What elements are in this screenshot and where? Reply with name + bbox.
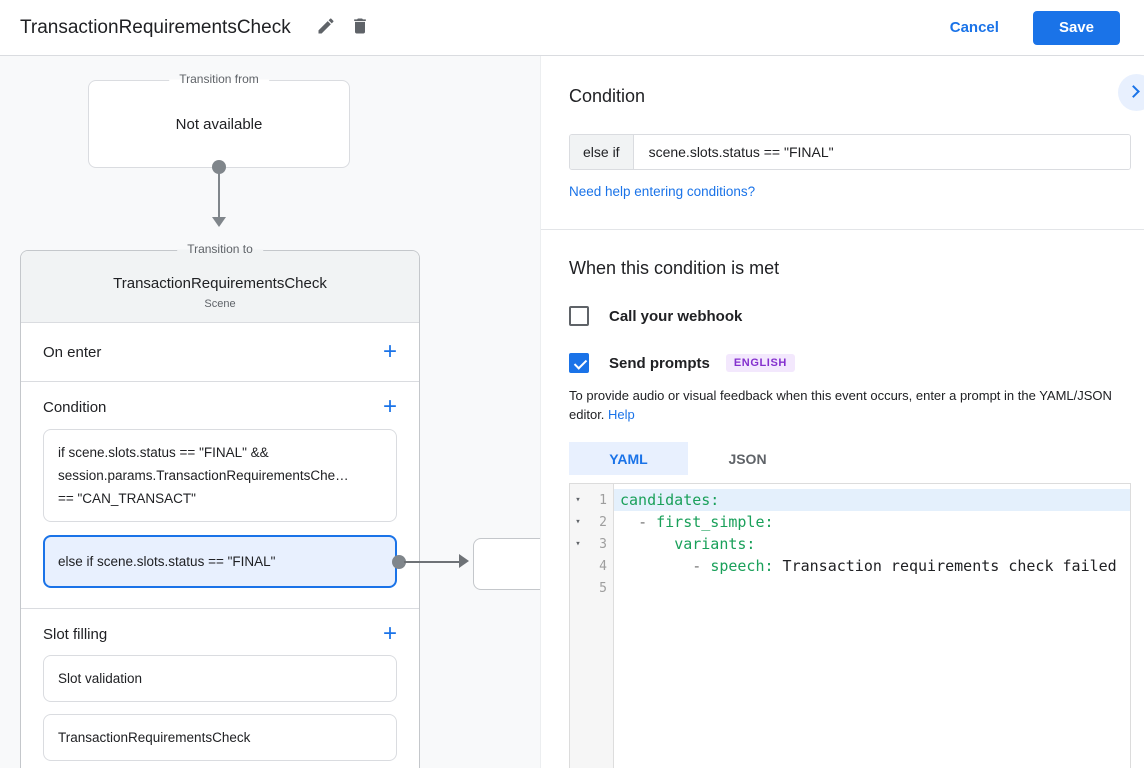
when-met-title: When this condition is met	[569, 258, 780, 278]
transition-from-node[interactable]: Transition from Not available	[88, 72, 350, 168]
cancel-button[interactable]: Cancel	[949, 19, 999, 36]
yaml-code-editor[interactable]: ▾ 1 ▾ 2 ▾ 3 4 5 candidates: - first_simple: var…	[569, 483, 1131, 768]
code-line[interactable]: variants:	[674, 535, 756, 553]
condition-connector-dot	[392, 555, 406, 569]
condition-expression-input[interactable]	[633, 135, 1130, 169]
transition-from-legend: Transition from	[169, 72, 269, 86]
condition-section: Condition + if scene.slots.status == "FI…	[21, 382, 419, 609]
scene-type-label: Scene	[204, 298, 236, 310]
transition-target-node[interactable]	[473, 538, 540, 590]
connector-line-horizontal	[404, 561, 461, 563]
code-line[interactable]: - first_simple:	[638, 513, 774, 531]
send-prompts-checkbox[interactable]	[569, 353, 589, 373]
fold-arrow-icon[interactable]: ▾	[575, 495, 581, 505]
line-number: 4	[599, 558, 607, 574]
save-button[interactable]: Save	[1032, 10, 1120, 45]
pencil-icon	[316, 16, 336, 39]
help-link[interactable]: Help	[608, 407, 635, 422]
top-bar: TransactionRequirementsCheck Cancel Save	[0, 0, 1144, 56]
condition-item-selected[interactable]: else if scene.slots.status == "FINAL"	[43, 535, 397, 588]
editor-code-area[interactable]: candidates: - first_simple: variants: - …	[614, 484, 1130, 768]
transition-from-value: Not available	[175, 115, 263, 133]
send-prompts-row: Send prompts ENGLISH	[569, 353, 1144, 373]
line-number: 5	[599, 580, 607, 596]
chevron-right-icon	[1127, 85, 1140, 98]
line-number: 1	[599, 492, 607, 508]
condition-expression-row: else if	[569, 134, 1131, 170]
call-webhook-checkbox[interactable]	[569, 306, 589, 326]
editor-gutter: ▾ 1 ▾ 2 ▾ 3 4 5	[570, 484, 614, 768]
code-line[interactable]	[614, 577, 1130, 599]
on-enter-section: On enter +	[21, 323, 419, 382]
transition-to-legend: Transition to	[177, 242, 263, 256]
transition-to-scene-card: Transition to TransactionRequirementsChe…	[20, 242, 420, 768]
slot-filling-item[interactable]: TransactionRequirementsCheck	[43, 714, 397, 761]
panel-title: Condition	[569, 86, 646, 106]
scene-card-header: TransactionRequirementsCheck Scene	[21, 251, 419, 323]
webhook-row: Call your webhook	[569, 306, 1144, 326]
code-line[interactable]: candidates:	[614, 489, 1130, 511]
slot-filling-label: Slot filling	[43, 625, 108, 643]
arrow-right-icon	[459, 554, 469, 568]
edit-scene-button[interactable]	[309, 11, 343, 45]
slot-filling-item[interactable]: Slot validation	[43, 655, 397, 702]
condition-help-link[interactable]: Need help entering conditions?	[569, 184, 756, 199]
connector-dot	[212, 160, 226, 174]
fold-arrow-icon[interactable]: ▾	[575, 539, 581, 549]
send-prompts-label: Send prompts	[609, 354, 710, 372]
code-line[interactable]: - speech: Transaction requirements check…	[692, 557, 1117, 575]
condition-label: Condition	[43, 398, 107, 416]
page-title: TransactionRequirementsCheck	[20, 16, 291, 38]
scene-flow-canvas: Transition from Not available Transition…	[0, 56, 540, 768]
editor-format-tabs: YAML JSON	[569, 442, 1144, 475]
call-webhook-label: Call your webhook	[609, 307, 743, 325]
trash-icon	[350, 16, 370, 39]
fold-arrow-icon[interactable]: ▾	[575, 517, 581, 527]
line-number: 2	[599, 514, 607, 530]
section-divider	[541, 229, 1144, 230]
add-slot-button[interactable]: +	[382, 620, 397, 647]
line-number: 3	[599, 536, 607, 552]
on-enter-label: On enter	[43, 343, 102, 361]
add-on-enter-button[interactable]: +	[382, 338, 397, 365]
scene-name: TransactionRequirementsCheck	[113, 275, 327, 292]
arrow-down-icon	[212, 217, 226, 227]
language-badge: ENGLISH	[725, 354, 795, 372]
condition-prefix: else if	[570, 135, 634, 169]
tab-json[interactable]: JSON	[728, 450, 767, 467]
add-condition-button[interactable]: +	[382, 393, 397, 420]
collapse-panel-button[interactable]	[1118, 74, 1144, 111]
prompt-description: To provide audio or visual feedback when…	[569, 388, 1112, 422]
tab-yaml[interactable]: YAML	[569, 442, 688, 475]
condition-editor-panel: Condition else if Need help entering con…	[540, 56, 1144, 768]
delete-scene-button[interactable]	[343, 11, 377, 45]
connector-line-vertical	[218, 173, 220, 218]
condition-item[interactable]: if scene.slots.status == "FINAL" &&sessi…	[43, 429, 397, 522]
